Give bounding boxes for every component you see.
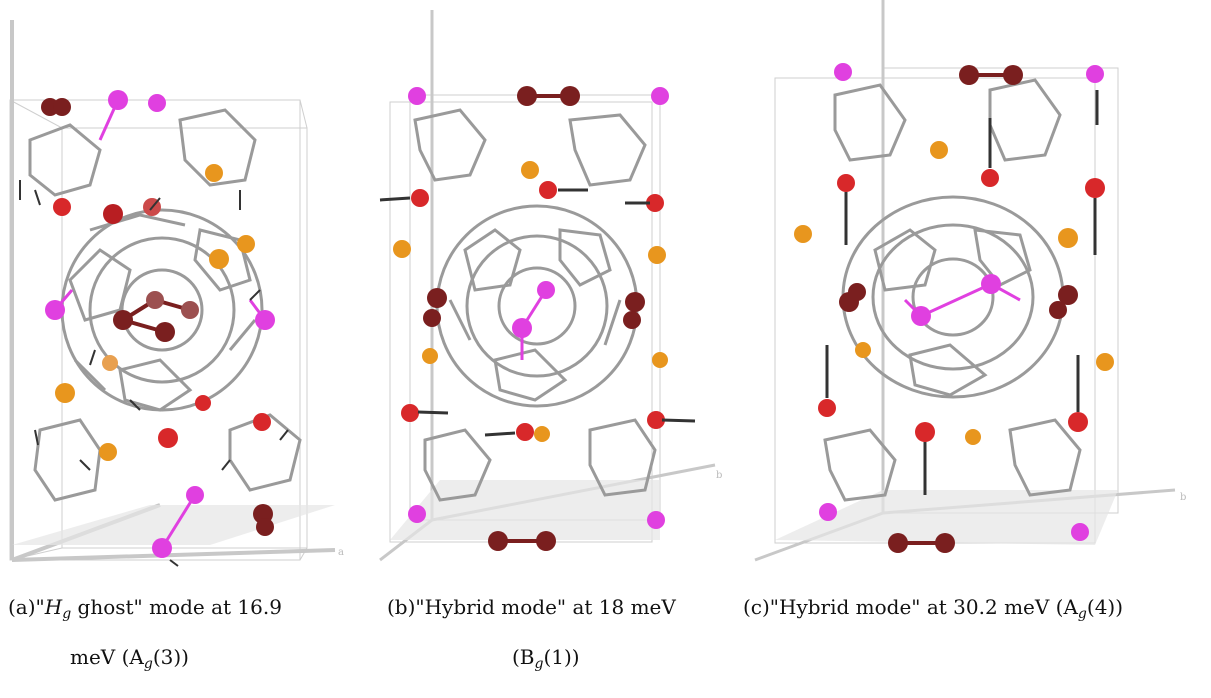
crystal-structure-b: b [379,10,722,562]
floor-plane [775,490,1118,545]
caption-b-line2: (Bg(1)) [512,645,580,672]
crystal-structure-c: b [754,0,1186,562]
organic-molecules [413,108,657,502]
crystal-structure-a: a [9,20,344,567]
floor-plane [390,480,660,540]
axis-label-b: b [716,470,722,481]
fullerene-cage [60,208,264,412]
atoms [794,63,1114,553]
panel-a-structure: a [0,0,360,580]
fullerene-cage [841,195,1065,399]
floor-plane [12,505,335,545]
axis-label-a: a [338,547,344,558]
organic-molecules [28,108,302,502]
atoms [41,90,275,558]
panel-b-structure: b [370,0,730,580]
atoms [393,86,669,551]
panel-c-structure: b [745,0,1211,580]
displacement-arrows [825,90,1099,495]
axis-label-b: b [1180,492,1186,503]
caption-b-line1: (b)"Hybrid mode" at 18 meV [387,595,676,619]
caption-a-line1: (a)"Hg ghost" mode at 16.9 [8,595,282,622]
caption-c-line1: (c)"Hybrid mode" at 30.2 meV (Ag(4)) [743,595,1124,622]
displacement-arrows [379,188,696,437]
caption-a-line2: meV (Ag(3)) [70,645,189,672]
displacement-arrows [19,180,289,567]
